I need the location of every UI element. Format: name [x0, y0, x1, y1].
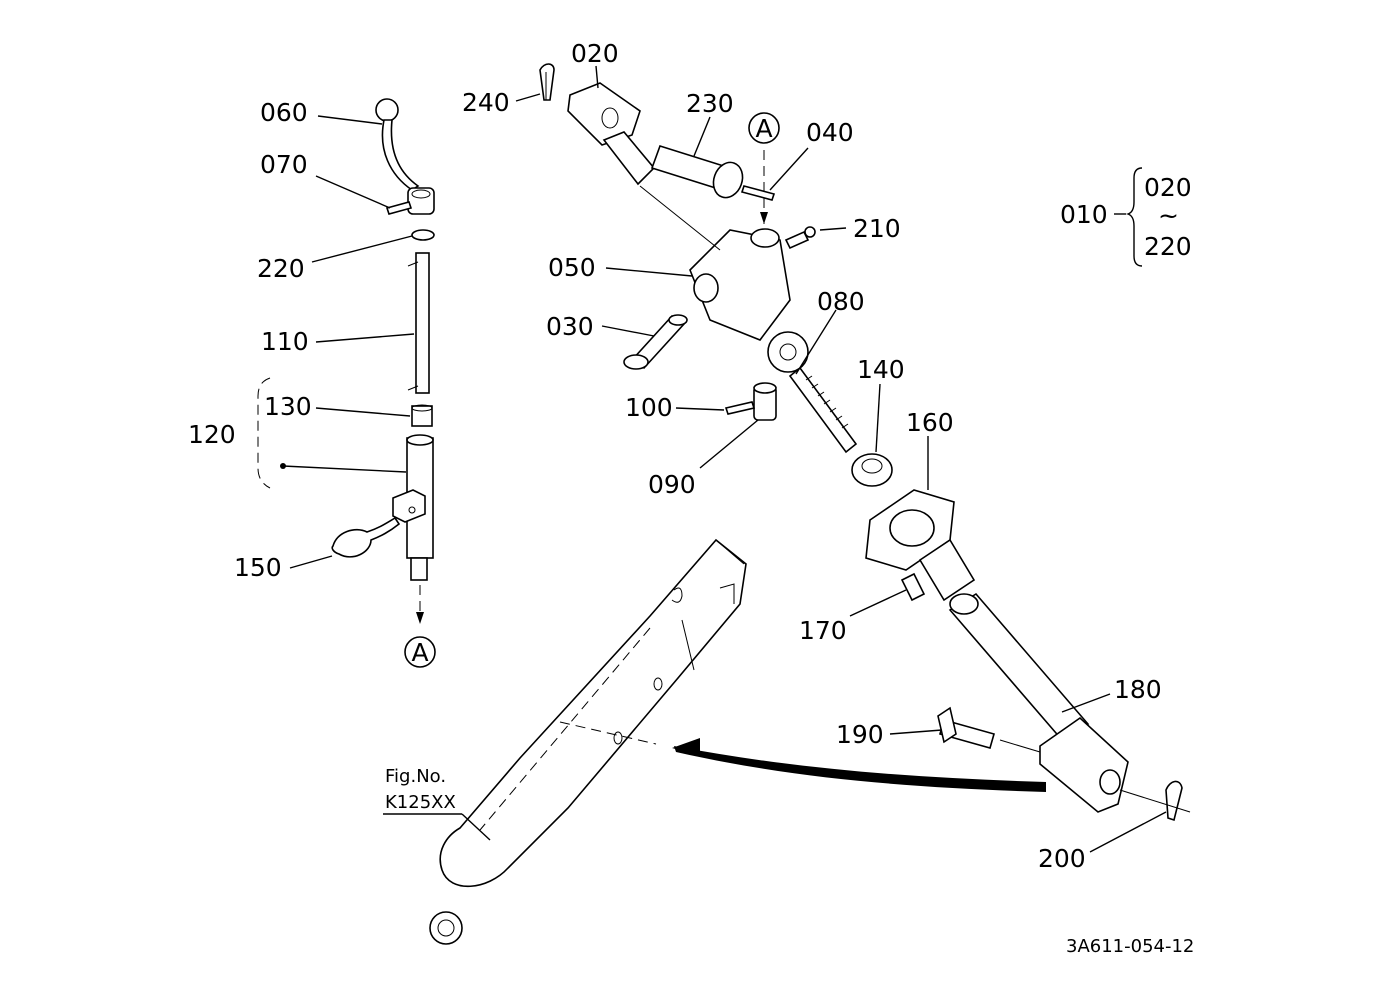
oring-220-part	[411, 229, 435, 241]
grease-fitting-210-part	[784, 226, 816, 250]
adjuster-080-part	[767, 331, 858, 454]
callout-050: 050	[548, 253, 596, 282]
callout-020: 020	[571, 39, 619, 68]
callout-190: 190	[836, 720, 884, 749]
clip-150-part	[331, 516, 401, 558]
tube-180-part	[948, 592, 1129, 813]
pin-030-part	[623, 314, 688, 370]
ref-mark-top: A	[755, 114, 772, 143]
pin-230-part	[650, 145, 744, 199]
callout-140: 140	[857, 355, 905, 384]
callout-130: 130	[264, 392, 312, 421]
lower-link-arm	[429, 538, 747, 945]
swivel-050-part	[639, 185, 791, 341]
housing-160-part	[865, 489, 976, 602]
pin-190-part	[937, 706, 995, 749]
callout-210: 210	[853, 214, 901, 243]
assembly-parent: 010	[1060, 200, 1108, 229]
figure-label: Fig.No.	[385, 766, 446, 787]
callout-080: 080	[817, 287, 865, 316]
ref-mark-bottom: A	[411, 638, 428, 667]
assembly-range-from: 020	[1144, 173, 1192, 202]
drawing-code: 3A611-054-12	[1066, 936, 1194, 957]
pin-040-part	[740, 185, 776, 201]
bushing-130-part	[411, 404, 433, 427]
callout-070: 070	[260, 150, 308, 179]
bolt-170-part	[900, 572, 926, 602]
callout-180: 180	[1114, 675, 1162, 704]
pin-100-part	[724, 401, 756, 415]
ref-circle-bottom	[404, 636, 436, 668]
collar-090-part	[753, 382, 777, 421]
callout-120: 120	[188, 420, 236, 449]
callout-220: 220	[257, 254, 305, 283]
callout-040: 040	[806, 118, 854, 147]
callout-160: 160	[906, 408, 954, 437]
ref-circle-top	[748, 112, 780, 144]
bracket-120	[257, 377, 271, 489]
callout-150: 150	[234, 553, 282, 582]
tube-120-part	[392, 434, 434, 581]
assembly-arrow	[674, 746, 1046, 792]
clevis-020-part	[567, 82, 656, 186]
callout-110: 110	[261, 327, 309, 356]
assembly-range-to: 220	[1144, 232, 1192, 261]
callout-100: 100	[625, 393, 673, 422]
callout-240: 240	[462, 88, 510, 117]
callout-060: 060	[260, 98, 308, 127]
figure-number: K125XX	[385, 792, 456, 813]
lever-boss-070-part	[385, 187, 435, 215]
clip-200-part	[1165, 780, 1183, 822]
assembly-brace	[1125, 167, 1143, 267]
lever-knob-060	[375, 98, 420, 191]
callout-030: 030	[546, 312, 594, 341]
pin-240-part	[539, 63, 555, 101]
callout-170: 170	[799, 616, 847, 645]
callout-090: 090	[648, 470, 696, 499]
rod-110-part	[407, 252, 430, 394]
callout-230: 230	[686, 89, 734, 118]
callout-200: 200	[1038, 844, 1086, 873]
assembly-range-sep: ~	[1158, 201, 1179, 230]
nut-140-part	[851, 453, 893, 487]
